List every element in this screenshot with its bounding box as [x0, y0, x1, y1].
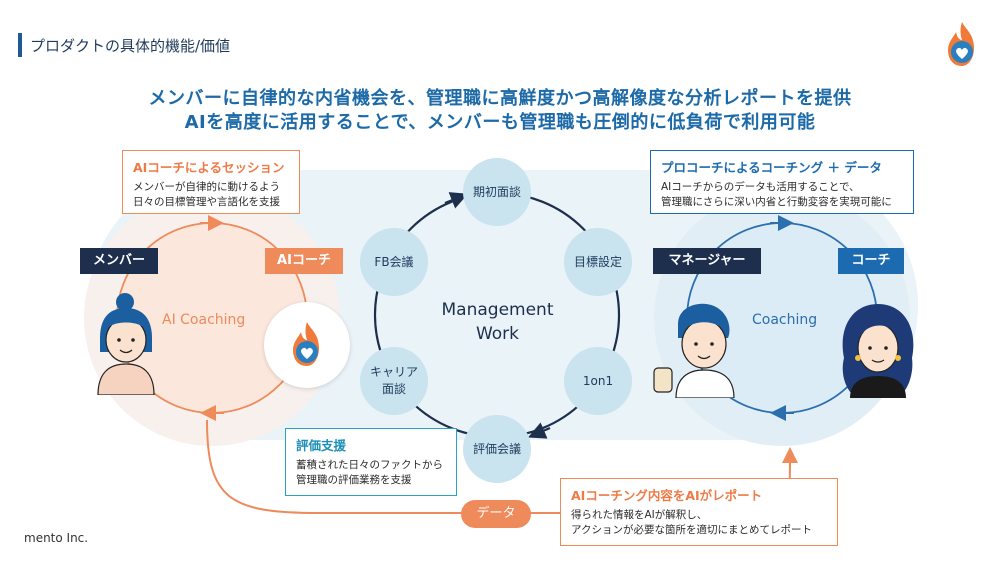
- mento-logo-icon: [948, 22, 974, 66]
- mgmt-arrow-2: [527, 422, 551, 439]
- coach-avatar: [842, 304, 914, 398]
- manager-avatar: [653, 303, 735, 398]
- node-kishoki-mendan: 期初面談: [463, 158, 531, 226]
- ai-coach-label: AIコーチ: [265, 248, 343, 274]
- member-avatar: [97, 293, 155, 395]
- company-footer: mento Inc.: [24, 531, 89, 545]
- ai-report-desc-2: アクションが必要な箇所を適切にまとめてレポート: [571, 524, 812, 536]
- eval-support-desc-1: 蓄積された日々のファクトから: [296, 459, 443, 471]
- headline-1: メンバーに自律的な内省機会を、管理職に高鮮度かつ高解像度な分析レポートを提供: [148, 88, 852, 109]
- ai-report-desc-1: 得られた情報をAIが解釈し、: [571, 509, 708, 521]
- management-work-title: Management Work: [420, 298, 575, 346]
- ai-session-title: AIコーチによるセッション: [133, 160, 285, 175]
- title-accent-bar: [18, 33, 22, 57]
- pro-coaching-title: プロコーチによるコーチング ＋ データ: [661, 160, 882, 175]
- coach-label: コーチ: [838, 248, 904, 274]
- page-title: プロダクトの具体的機能/価値: [30, 37, 231, 55]
- pro-coaching-box: プロコーチによるコーチング ＋ データ AIコーチからのデータも活用することで、…: [650, 150, 914, 214]
- data-label: データ: [461, 500, 531, 528]
- ai-session-box: AIコーチによるセッション メンバーが自律的に動けるよう 日々の目標管理や言語化…: [122, 150, 300, 214]
- eval-support-desc-2: 管理職の評価業務を支援: [296, 474, 412, 486]
- management-work-line-2: Work: [475, 324, 520, 344]
- pro-coaching-desc-2: 管理職にさらに深い内省と行動変容を実現可能に: [661, 196, 892, 208]
- ai-coaching-label: AI Coaching: [162, 312, 246, 328]
- eval-support-box: 評価支援 蓄積された日々のファクトから 管理職の評価業務を支援: [285, 428, 457, 496]
- node-mokuhyo-settei: 目標設定: [564, 228, 632, 296]
- ai-session-desc-1: メンバーが自律的に動けるよう: [133, 181, 280, 193]
- eval-support-title: 評価支援: [296, 438, 347, 453]
- ai-coach-logo-icon: [293, 322, 319, 366]
- ai-session-desc-2: 日々の目標管理や言語化を支援: [133, 196, 280, 208]
- mgmt-arrow-1: [444, 192, 469, 209]
- node-career-line-2: 面談: [381, 382, 406, 396]
- coaching-label: Coaching: [752, 312, 818, 328]
- node-career-mendan: キャリア 面談: [360, 347, 428, 415]
- member-label: メンバー: [80, 248, 158, 274]
- node-hyoka-kaigi: 評価会議: [463, 415, 531, 483]
- headline-2: AIを高度に活用することで、メンバーも管理職も圧倒的に低負荷で利用可能: [184, 112, 816, 133]
- pro-coaching-desc-1: AIコーチからのデータも活用することで、: [661, 181, 860, 193]
- node-career-line-1: キャリア: [369, 365, 418, 379]
- management-work-line-1: Management: [441, 300, 554, 320]
- node-fb-kaigi: FB会議: [360, 228, 428, 296]
- ai-report-box: AIコーチング内容をAIがレポート 得られた情報をAIが解釈し、 アクションが必…: [560, 478, 838, 546]
- manager-label: マネージャー: [653, 248, 761, 274]
- node-1on1: 1on1: [564, 347, 632, 415]
- ai-report-title: AIコーチング内容をAIがレポート: [571, 488, 763, 503]
